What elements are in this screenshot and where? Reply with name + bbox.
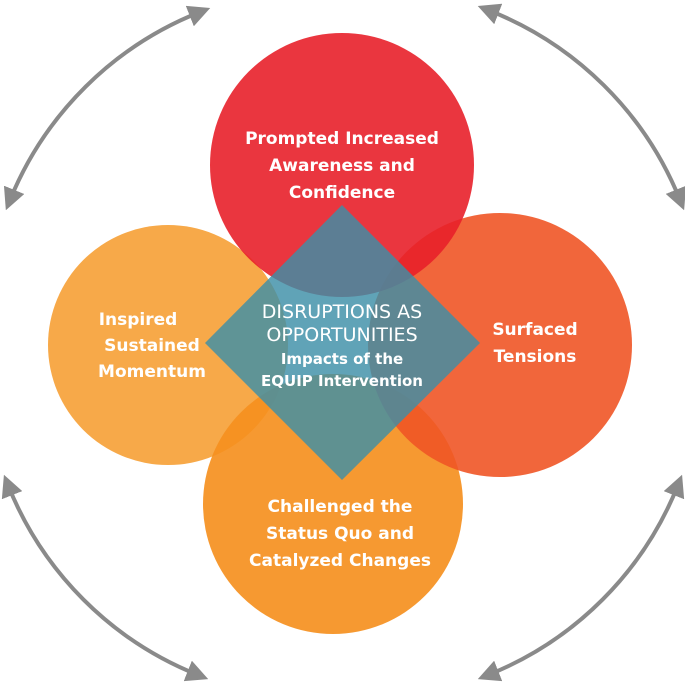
- bottom-label-line2: Status Quo and: [266, 524, 414, 544]
- bottom-left-double-arrow-icon: [1, 474, 209, 682]
- center-subtitle-line1: Impacts of the: [281, 350, 403, 368]
- left-petal: [48, 225, 288, 465]
- right-label-line2: Tensions: [494, 347, 577, 367]
- right-petal: [368, 213, 632, 477]
- top-label-line1: Prompted Increased: [245, 129, 439, 149]
- center-label: DISRUPTIONS AS OPPORTUNITIES Impacts of …: [261, 301, 423, 390]
- center-title-line1: DISRUPTIONS AS: [262, 301, 422, 323]
- center-title-line2: OPPORTUNITIES: [266, 324, 417, 346]
- bottom-label-line3: Catalyzed Changes: [249, 551, 431, 571]
- bottom-label-line1: Challenged the: [268, 497, 413, 517]
- bottom-right-double-arrow-icon: [477, 474, 685, 682]
- top-left-double-arrow-icon: [3, 5, 211, 211]
- center-subtitle-line2: EQUIP Intervention: [261, 372, 423, 390]
- right-petal-label: Surfaced Tensions: [492, 320, 577, 367]
- left-label-line2: Sustained: [104, 336, 200, 356]
- center-diamond: [205, 205, 480, 480]
- left-label-line1: Inspired: [99, 310, 178, 330]
- bottom-petal-label: Challenged the Status Quo and Catalyzed …: [249, 497, 431, 571]
- top-right-double-arrow-icon: [477, 3, 685, 211]
- top-label-line3: Confidence: [289, 183, 395, 203]
- cycle-arrows: [1, 3, 685, 682]
- left-label-line3: Momentum: [98, 362, 206, 382]
- left-petal-label: Inspired Sustained Momentum: [98, 310, 206, 382]
- top-petal: [210, 33, 474, 297]
- top-petal-label: Prompted Increased Awareness and Confide…: [245, 129, 439, 203]
- right-label-line1: Surfaced: [492, 320, 577, 340]
- top-label-line2: Awareness and: [269, 156, 415, 176]
- bottom-petal: [203, 374, 463, 634]
